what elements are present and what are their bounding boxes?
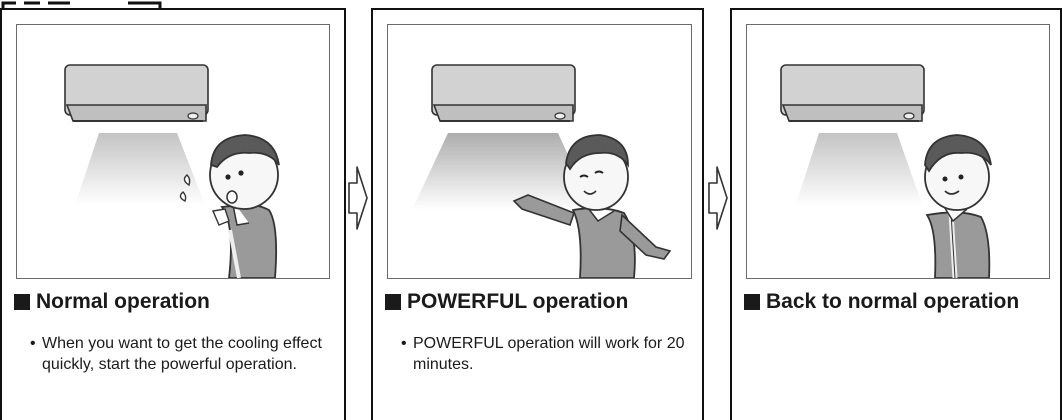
square-bullet-icon <box>744 294 760 310</box>
air-conditioner-icon <box>65 65 208 121</box>
illustration-normal-operation <box>16 24 330 279</box>
illustration-powerful-operation <box>387 24 692 279</box>
heading-text: Back to normal operation <box>766 290 1019 314</box>
air-conditioner-icon <box>781 65 924 121</box>
heading-normal-operation: Normal operation <box>14 290 210 314</box>
panel-back-to-normal: Back to normal operation <box>730 8 1062 420</box>
panel-normal-operation: Normal operation • When you want to get … <box>0 8 346 420</box>
heading-powerful-operation: POWERFUL operation <box>385 290 628 314</box>
bullet-dot-icon: • <box>30 333 42 375</box>
bullet-powerful-operation: • POWERFUL operation will work for 20 mi… <box>401 333 691 375</box>
square-bullet-icon <box>14 294 30 310</box>
bullet-normal-operation: • When you want to get the cooling effec… <box>30 333 330 375</box>
cool-air-beam <box>795 133 923 207</box>
bullet-text: When you want to get the cooling effect … <box>42 333 330 375</box>
bullet-text: POWERFUL operation will work for 20 minu… <box>413 333 691 375</box>
heading-back-to-normal: Back to normal operation <box>744 290 1044 314</box>
illustration-back-to-normal <box>746 24 1050 279</box>
right-arrow-icon <box>346 163 370 233</box>
right-arrow-icon <box>706 163 730 233</box>
heading-text: POWERFUL operation <box>407 290 628 314</box>
heading-text: Normal operation <box>36 290 210 314</box>
square-bullet-icon <box>385 294 401 310</box>
bullet-dot-icon: • <box>401 333 413 375</box>
air-conditioner-icon <box>432 65 575 121</box>
person-sweating-icon <box>180 135 279 278</box>
person-smiling-icon <box>925 135 991 278</box>
panel-powerful-operation: POWERFUL operation • POWERFUL operation … <box>371 8 704 420</box>
